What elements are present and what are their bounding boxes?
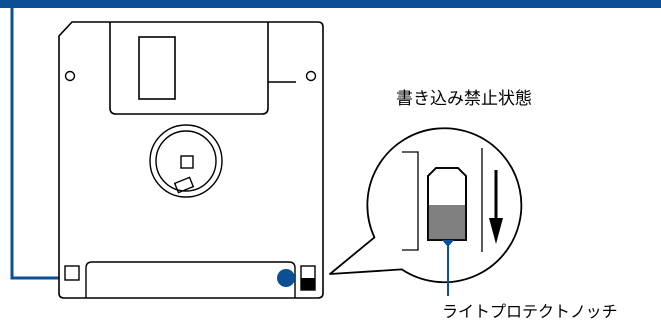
- hub-inner-ring: [155, 130, 217, 192]
- hub-spindle-hole: [180, 155, 194, 169]
- hub-drive-hole: [173, 176, 195, 194]
- notch-label-leader-tip: [442, 240, 454, 247]
- left-hole: [64, 70, 76, 82]
- top-blue-bar: [0, 0, 661, 8]
- density-hole: [64, 265, 80, 281]
- notch-cutout-edge-left: [402, 151, 419, 251]
- write-protect-notch-large-fill: [428, 205, 466, 240]
- leader-dot: [277, 269, 295, 287]
- floppy-disk-body: [58, 21, 324, 299]
- down-arrow-head: [489, 218, 503, 244]
- write-protect-notch-small-fill: [301, 278, 315, 290]
- write-protect-notch-label: ライトプロテクトノッチ: [442, 302, 618, 321]
- right-hole: [305, 70, 317, 82]
- shutter-window: [138, 36, 176, 100]
- hub-outer-ring: [149, 124, 223, 198]
- write-protect-notch-large-outline: [427, 167, 467, 241]
- label-area: [85, 261, 296, 298]
- metal-shutter: [109, 22, 269, 115]
- magnified-callout-bubble: [329, 127, 523, 284]
- write-protected-state-label: 書き込み禁止状態: [396, 89, 532, 109]
